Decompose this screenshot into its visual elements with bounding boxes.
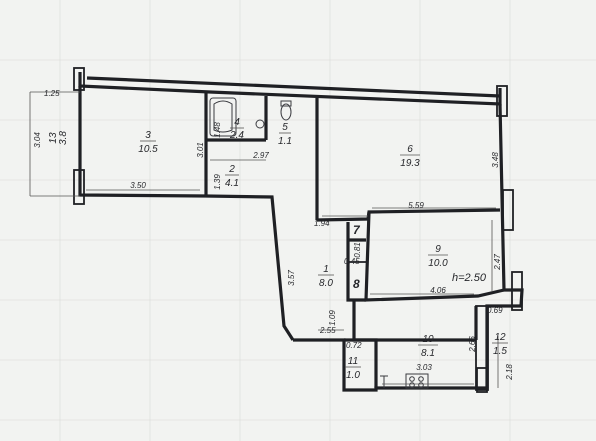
- svg-text:10: 10: [422, 334, 434, 345]
- svg-text:4.06: 4.06: [430, 286, 446, 295]
- closet-8-label: 8: [353, 277, 360, 291]
- svg-text:0.69: 0.69: [487, 306, 503, 315]
- room-12-label: 12 1.5: [492, 332, 508, 357]
- svg-text:2: 2: [228, 164, 235, 175]
- svg-text:19.3: 19.3: [400, 158, 420, 169]
- svg-text:5: 5: [282, 122, 288, 133]
- svg-text:12: 12: [494, 332, 506, 343]
- stove-icon: [405, 373, 429, 389]
- svg-text:10.0: 10.0: [428, 258, 448, 269]
- room-4-label: 4 2.4: [229, 117, 244, 141]
- svg-text:4.1: 4.1: [225, 178, 239, 189]
- svg-text:2.55: 2.55: [319, 326, 336, 335]
- svg-text:1.39: 1.39: [213, 174, 222, 190]
- room-3-label: 3 10.5: [138, 130, 158, 155]
- svg-text:13: 13: [48, 132, 59, 144]
- svg-text:1.48: 1.48: [213, 122, 222, 138]
- svg-text:1.94: 1.94: [314, 219, 330, 228]
- svg-text:3.04: 3.04: [33, 132, 42, 148]
- bathtub-icon: [209, 97, 237, 137]
- svg-text:8.1: 8.1: [421, 348, 435, 359]
- svg-text:6: 6: [407, 144, 413, 155]
- dimension-lines: [29, 91, 499, 388]
- svg-text:11: 11: [348, 356, 358, 367]
- svg-text:0.81: 0.81: [353, 242, 362, 258]
- room-10-label: 10 8.1: [418, 334, 438, 359]
- svg-text:0.45: 0.45: [344, 257, 360, 266]
- svg-text:2.66: 2.66: [468, 336, 477, 353]
- dimension-values: 1.25 3.04 3.50 3.01 1.48 1.39 2.97 3.48 …: [33, 89, 514, 381]
- svg-text:3.57: 3.57: [287, 270, 296, 286]
- svg-text:9: 9: [435, 244, 441, 255]
- svg-text:3.48: 3.48: [491, 152, 500, 168]
- svg-text:1.09: 1.09: [328, 310, 337, 326]
- svg-text:2.47: 2.47: [493, 254, 502, 271]
- room-2-label: 2 4.1: [225, 164, 239, 189]
- outer-walls: [73, 67, 524, 393]
- svg-text:2.4: 2.4: [229, 130, 244, 141]
- internal-walls: [204, 92, 505, 388]
- fixtures: [209, 97, 429, 389]
- svg-text:1.5: 1.5: [493, 346, 507, 357]
- sink-icon: [255, 119, 265, 129]
- svg-text:1: 1: [323, 264, 329, 275]
- ceiling-height-label: h=2.50: [452, 272, 487, 284]
- svg-text:3.01: 3.01: [196, 142, 205, 158]
- svg-text:1.0: 1.0: [346, 370, 360, 381]
- closet-7-label: 7: [353, 223, 361, 237]
- room-13-label: 13 3.8: [48, 131, 69, 145]
- svg-text:10.5: 10.5: [138, 144, 158, 155]
- toilet-icon: [280, 103, 292, 121]
- svg-text:3: 3: [145, 130, 151, 141]
- room-1-label: 1 8.0: [318, 264, 334, 289]
- svg-text:4: 4: [234, 117, 240, 128]
- svg-text:3.03: 3.03: [416, 363, 432, 372]
- svg-text:0.72: 0.72: [346, 341, 362, 350]
- svg-text:3.8: 3.8: [58, 131, 69, 145]
- svg-text:1.25: 1.25: [44, 89, 60, 98]
- svg-text:8.0: 8.0: [319, 278, 333, 289]
- svg-text:1.1: 1.1: [278, 136, 292, 147]
- svg-text:2.18: 2.18: [505, 364, 514, 381]
- svg-text:2.97: 2.97: [252, 151, 269, 160]
- room-5-label: 5 1.1: [278, 122, 292, 147]
- svg-text:3.50: 3.50: [130, 181, 146, 190]
- svg-text:5.59: 5.59: [408, 201, 424, 210]
- room-11-label: 11 1.0: [345, 356, 361, 381]
- room-6-label: 6 19.3: [400, 144, 420, 169]
- room-9-label: 9 10.0: [428, 244, 448, 269]
